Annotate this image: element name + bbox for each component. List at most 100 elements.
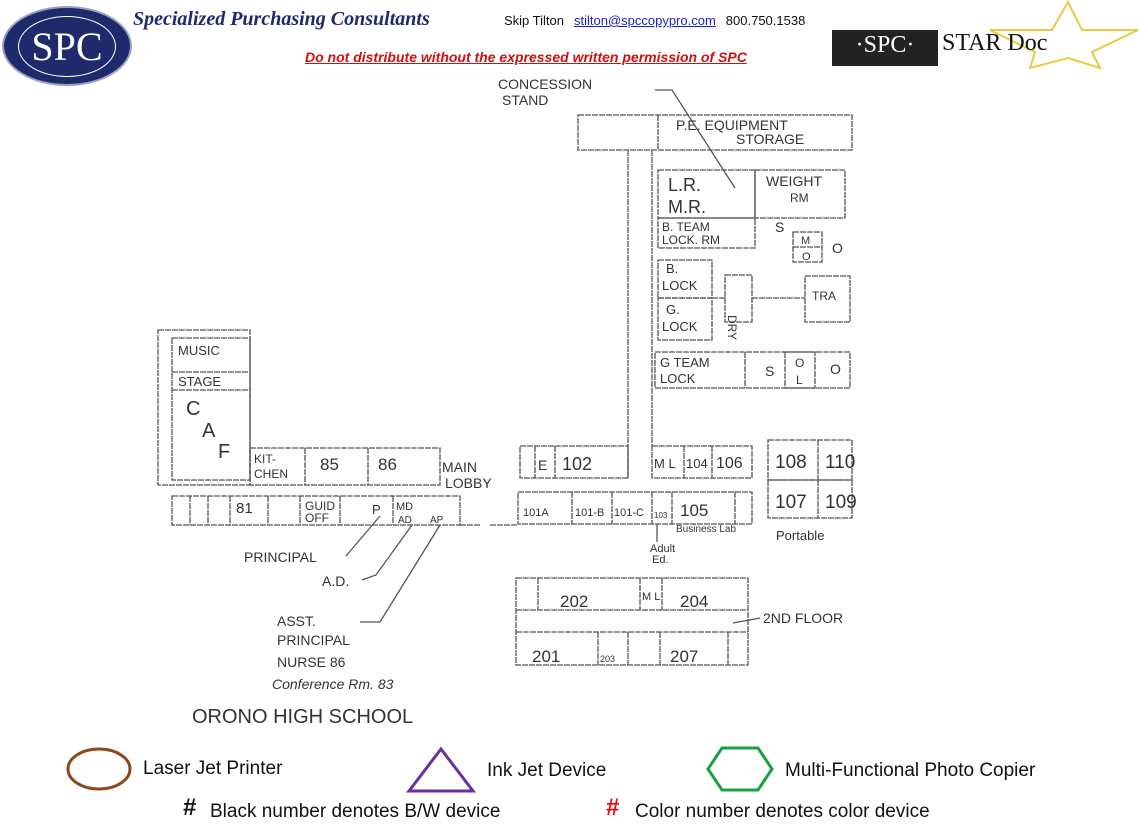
room-81: 81: [236, 500, 253, 517]
asst-principal-annotation: PRINCIPAL: [277, 632, 350, 648]
label-stand: STAND: [502, 92, 548, 108]
room-85: 85: [320, 455, 339, 474]
room-g-team-lock: LOCK: [660, 371, 696, 386]
room-bteam-lock: LOCK. RM: [662, 233, 720, 247]
room-106: 106: [716, 455, 743, 472]
room-guidance: OFF: [305, 511, 329, 525]
distribution-warning: Do not distribute without the expressed …: [305, 49, 747, 65]
room-pe-equipment: P.E. EQUIPMENT: [676, 117, 788, 133]
room-pe-storage: STORAGE: [736, 131, 804, 147]
room-ml: M L: [642, 591, 660, 603]
bw-note: Black number denotes B/W device: [210, 801, 501, 822]
room-b-lock: LOCK: [662, 278, 698, 293]
contact-name: Skip Tilton: [504, 13, 564, 28]
room-g-lock: LOCK: [662, 319, 698, 334]
main-lobby: MAIN: [442, 459, 477, 475]
floor-plan: CONCESSION STAND P.E. EQUIPMENT STORAGE …: [157, 76, 857, 728]
room-mr: M.R.: [668, 197, 706, 217]
company-name: Specialized Purchasing Consultants: [133, 8, 430, 30]
legend-ink-jet: Ink Jet Device: [487, 760, 607, 781]
walls: [157, 114, 853, 666]
room-l: L: [796, 373, 803, 387]
room-207: 207: [670, 647, 698, 666]
room-104: 104: [686, 456, 708, 471]
adult-ed-note: Ed.: [652, 554, 669, 566]
nurse-annotation: NURSE 86: [277, 654, 346, 670]
room-principal: P: [372, 502, 381, 517]
room-weight: WEIGHT: [766, 173, 822, 189]
room-201: 201: [532, 647, 560, 666]
room-stage: STAGE: [178, 374, 221, 389]
room-dry: DRY: [725, 315, 739, 340]
room-109: 109: [825, 492, 857, 513]
room-md: MD: [396, 501, 413, 513]
room-m: M: [801, 235, 810, 247]
legend-laser-jet: Laser Jet Printer: [143, 758, 283, 779]
adult-ed-note: Adult: [650, 543, 675, 555]
room-kitchen: KIT-: [254, 452, 276, 466]
room-b-lock: B.: [666, 261, 678, 276]
room-bteam: B. TEAM: [662, 220, 710, 234]
room-caf: C: [186, 398, 200, 420]
room-tra: TRA: [812, 289, 836, 303]
business-lab-note: Business Lab: [676, 524, 736, 535]
room-101a: 101A: [523, 507, 549, 519]
room-o: O: [832, 240, 843, 256]
color-hash-icon: #: [606, 794, 620, 821]
room-o: O: [795, 356, 804, 370]
room-101b: 101-B: [575, 507, 604, 519]
room-110: 110: [825, 452, 855, 473]
bw-hash-icon: #: [183, 794, 197, 821]
circle-icon: [66, 747, 132, 791]
room-caf: A: [202, 420, 216, 442]
room-101c: 101-C: [614, 507, 644, 519]
room-ap: AP: [430, 515, 444, 526]
room-lr: L.R.: [668, 175, 701, 195]
room-music: MUSIC: [178, 343, 220, 358]
room-103: 103: [654, 511, 668, 520]
asst-principal-annotation: ASST.: [277, 613, 316, 629]
room-86: 86: [378, 455, 397, 474]
room-caf: F: [218, 441, 230, 463]
room-202: 202: [560, 592, 588, 611]
portable-note: Portable: [776, 528, 824, 543]
room-s: S: [775, 219, 784, 235]
room-o: O: [802, 251, 811, 263]
contact-info: Skip Tilton stilton@spccopypro.com 800.750…: [504, 13, 805, 28]
triangle-icon: [406, 746, 476, 793]
second-floor-note: 2ND FLOOR: [763, 610, 843, 626]
room-ad: AD: [398, 515, 412, 526]
legend-mfp: Multi-Functional Photo Copier: [785, 760, 1036, 781]
annotation-arrows: [345, 89, 761, 624]
main-lobby: LOBBY: [445, 475, 492, 491]
conference-annotation: Conference Rm. 83: [272, 676, 394, 692]
star-doc-logo-text: STAR Doc: [942, 30, 1048, 56]
spc-logo: SPC: [2, 6, 132, 86]
hexagon-icon: [706, 746, 774, 792]
color-note: Color number denotes color device: [635, 801, 930, 822]
star-icon: [989, 0, 1139, 70]
logo-text: SPC: [18, 15, 116, 77]
room-o: O: [830, 361, 841, 377]
room-weight-rm: RM: [790, 191, 809, 205]
room-guidance: GUID: [305, 499, 335, 513]
contact-email-link[interactable]: stilton@spccopypro.com: [573, 13, 716, 28]
room-e: E: [538, 457, 547, 473]
principal-annotation: PRINCIPAL: [244, 549, 317, 565]
room-g-lock: G.: [666, 302, 680, 317]
room-102: 102: [562, 454, 592, 474]
room-kitchen: CHEN: [254, 467, 288, 481]
room-g-team: G TEAM: [660, 355, 710, 370]
contact-phone: 800.750.1538: [725, 13, 806, 28]
room-105: 105: [680, 501, 708, 520]
room-108: 108: [775, 452, 807, 473]
room-204: 204: [680, 592, 708, 611]
room-s: S: [765, 363, 774, 379]
star-doc-logo-mark: ·SPC·: [832, 30, 938, 66]
school-name: ORONO HIGH SCHOOL: [192, 706, 413, 728]
room-203: 203: [600, 654, 615, 664]
ad-annotation: A.D.: [322, 573, 349, 589]
room-107: 107: [775, 492, 807, 513]
room-ml: M L: [654, 456, 676, 471]
